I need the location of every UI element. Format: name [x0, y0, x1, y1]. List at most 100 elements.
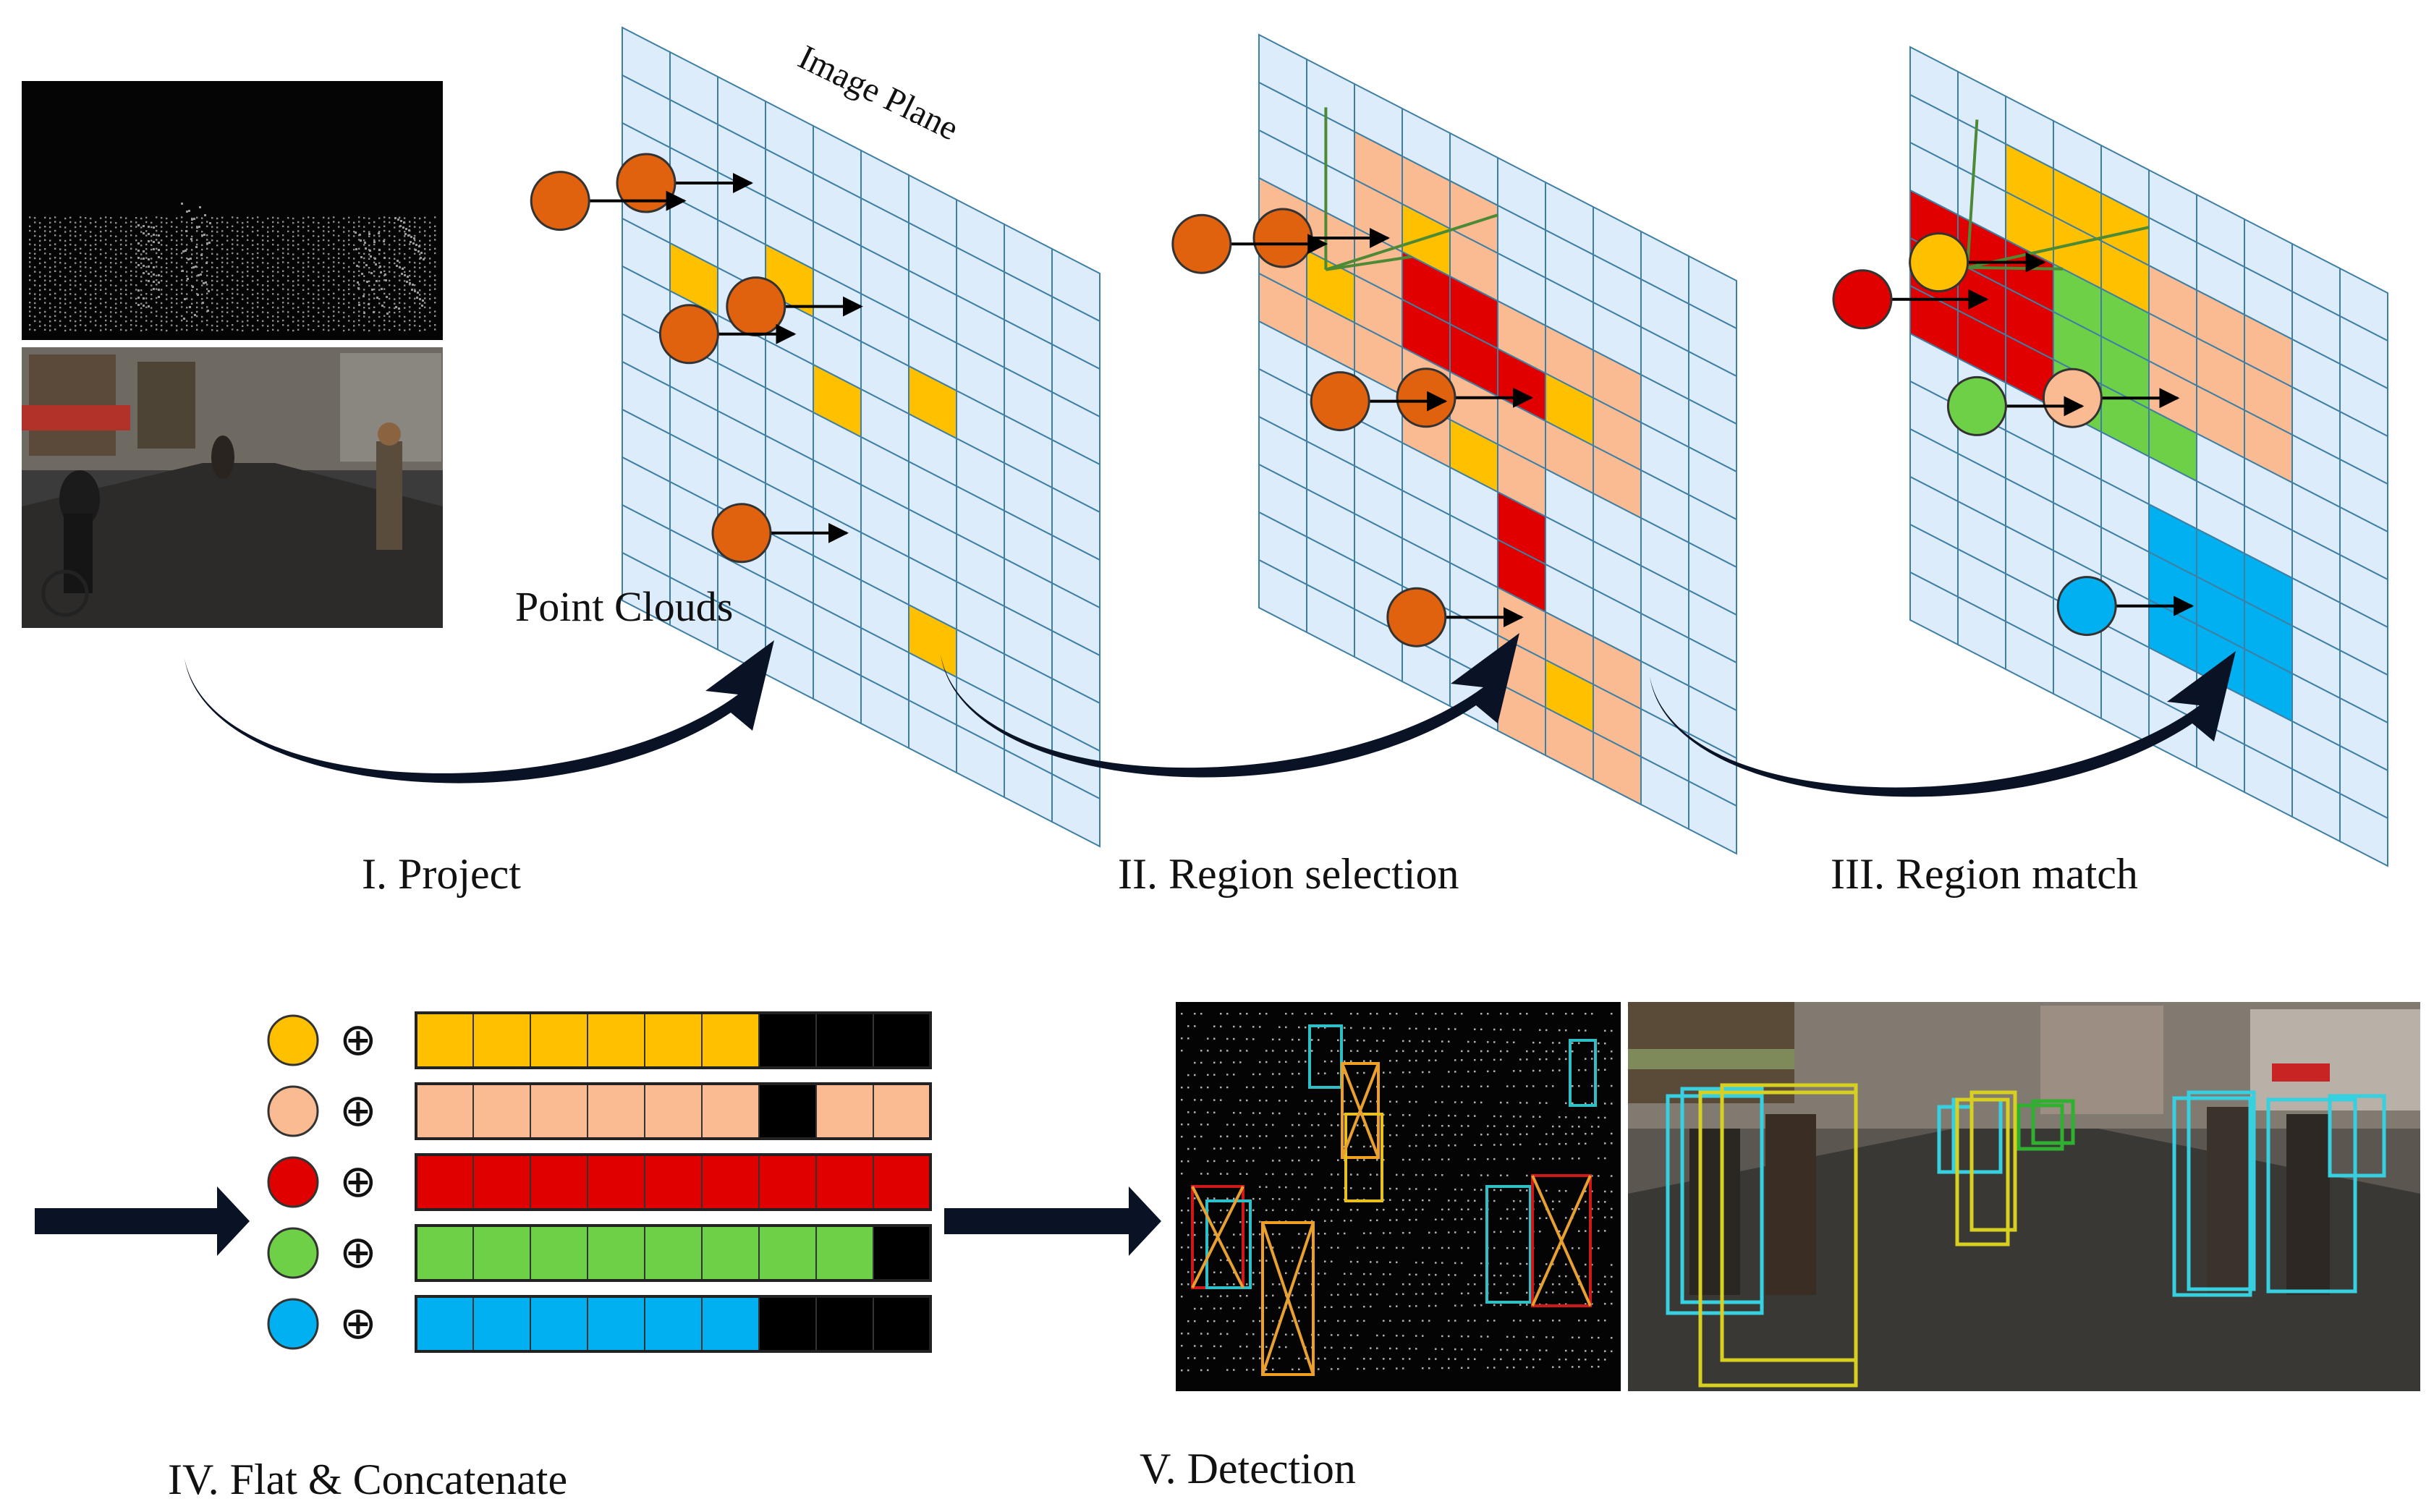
- feature-cell: [815, 1296, 874, 1352]
- receptive-field-line: [1967, 266, 2064, 271]
- highlighted-cell: [908, 603, 957, 679]
- feature-cell: [644, 1296, 703, 1352]
- point-dot: [1909, 232, 1969, 293]
- step-region-selection-label: II. Region selection: [1118, 850, 1459, 898]
- feature-vector-outline: [415, 1011, 932, 1069]
- point-dot: [2056, 576, 2117, 637]
- feature-cell: [415, 1154, 474, 1210]
- concat-symbol: ⊕: [339, 1226, 377, 1278]
- receptive-field-line: [1966, 119, 1979, 268]
- feature-dot: [267, 1298, 319, 1350]
- feature-cell: [701, 1012, 760, 1069]
- image-plane-grid-1: [530, 26, 1101, 848]
- point-dot: [1946, 375, 2007, 436]
- feature-cell: [873, 1296, 931, 1352]
- highlighted-cell: [1593, 731, 1642, 806]
- feature-vector-outline: [415, 1224, 932, 1282]
- feature-cell: [644, 1225, 703, 1281]
- concat-symbol: ⊕: [339, 1013, 377, 1066]
- receptive-field-line: [1967, 226, 2150, 269]
- feature-cell: [530, 1225, 588, 1281]
- highlighted-cell: [1593, 444, 1642, 519]
- highlighted-cell: [813, 363, 862, 438]
- feature-cell: [815, 1154, 874, 1210]
- point-dot: [711, 503, 772, 564]
- feature-cell: [758, 1012, 817, 1069]
- concat-symbol: ⊕: [339, 1084, 377, 1137]
- input-arrow: [35, 1186, 250, 1256]
- feature-cell: [587, 1225, 645, 1281]
- highlighted-cell: [2244, 409, 2293, 484]
- point-dot: [1832, 269, 1893, 330]
- feature-cell: [530, 1154, 588, 1210]
- feature-dot: [267, 1085, 319, 1137]
- highlighted-cell: [908, 365, 957, 440]
- feature-cell: [644, 1083, 703, 1139]
- curved-arrow-1: [185, 640, 774, 783]
- feature-cell: [472, 1154, 531, 1210]
- step-flat-concatenate-label: IV. Flat & Concatenate: [168, 1456, 567, 1503]
- point-clouds-label: Point Clouds: [515, 583, 733, 630]
- feature-cell: [530, 1296, 588, 1352]
- feature-cell: [530, 1083, 588, 1139]
- detection-lidar-image: [1176, 1002, 1621, 1391]
- feature-cell: [758, 1296, 817, 1352]
- point-dot: [2042, 368, 2103, 428]
- point-dot: [1386, 587, 1447, 647]
- highlighted-cell: [765, 243, 814, 318]
- feature-dot: [267, 1014, 319, 1066]
- feature-cell: [815, 1012, 874, 1069]
- feature-vector-outline: [415, 1295, 932, 1353]
- curved-arrow-3: [1650, 651, 2236, 797]
- street-photo: [22, 347, 443, 628]
- feature-vectors: ⊕⊕⊕⊕⊕: [267, 1011, 932, 1353]
- feature-cell: [758, 1154, 817, 1210]
- output-arrow: [944, 1186, 1161, 1256]
- curved-arrow-2: [941, 633, 1519, 778]
- stage-transition-arrows: [185, 633, 2236, 797]
- point-dot: [726, 276, 786, 337]
- feature-cell: [587, 1012, 645, 1069]
- feature-cell: [815, 1225, 874, 1281]
- feature-cell: [415, 1083, 474, 1139]
- image-plane-grid-3: [1832, 46, 2388, 867]
- feature-cell: [472, 1225, 531, 1281]
- highlighted-cell: [2244, 647, 2293, 723]
- feature-cell: [758, 1225, 817, 1281]
- point-dot: [1396, 368, 1456, 428]
- feature-cell: [587, 1154, 645, 1210]
- feature-cell: [701, 1296, 760, 1352]
- highlighted-cell: [669, 242, 718, 317]
- point-dot: [1171, 213, 1232, 274]
- point-dot: [530, 171, 590, 232]
- feature-vector-outline: [415, 1153, 932, 1211]
- feature-cell: [472, 1296, 531, 1352]
- receptive-field-line: [1326, 255, 1412, 271]
- point-dot: [1310, 371, 1370, 432]
- concat-symbol: ⊕: [339, 1155, 377, 1207]
- step-region-match-label: III. Region match: [1831, 850, 2138, 898]
- detection-photo: [1628, 1002, 2420, 1391]
- point-dot: [658, 304, 719, 365]
- feature-cell: [873, 1012, 931, 1069]
- step-project-label: I. Project: [362, 850, 521, 898]
- feature-cell: [415, 1225, 474, 1281]
- feature-cell: [587, 1083, 645, 1139]
- feature-cell: [701, 1083, 760, 1139]
- feature-cell: [815, 1083, 874, 1139]
- feature-dot: [267, 1227, 319, 1279]
- feature-cell: [415, 1296, 474, 1352]
- feature-cell: [587, 1296, 645, 1352]
- feature-cell: [873, 1154, 931, 1210]
- feature-vector-outline: [415, 1082, 932, 1140]
- feature-cell: [644, 1012, 703, 1069]
- feature-cell: [644, 1154, 703, 1210]
- feature-cell: [758, 1083, 817, 1139]
- feature-cell: [873, 1083, 931, 1139]
- point-dot: [1252, 208, 1313, 268]
- feature-cell: [415, 1012, 474, 1069]
- step-detection-label: V. Detection: [1140, 1445, 1356, 1492]
- image-plane-grid-2: [1171, 33, 1737, 855]
- receptive-field-line: [1325, 213, 1498, 271]
